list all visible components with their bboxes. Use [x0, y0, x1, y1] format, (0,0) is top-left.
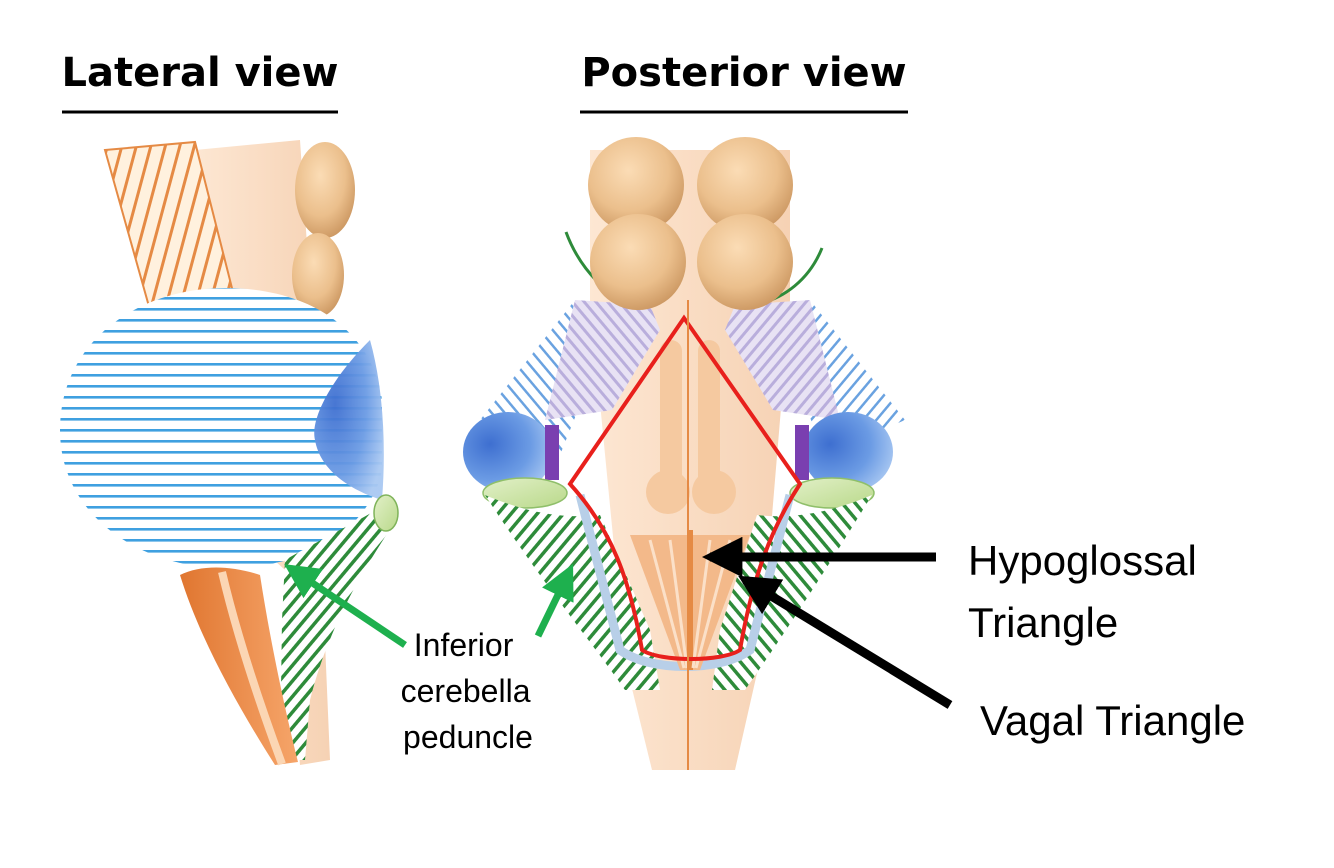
posterior-right-purple-band: [795, 425, 809, 480]
posterior-facial-colliculus-right: [698, 340, 720, 490]
hypoglossal-triangle-label: Hypoglossal Triangle: [968, 537, 1208, 646]
black-arrow-icon: [738, 575, 953, 709]
hypoglossal-line-1: Hypoglossal: [968, 537, 1197, 584]
posterior-inferior-colliculus-left: [590, 214, 686, 310]
posterior-left-purple-band: [545, 425, 559, 480]
posterior-tubercle-right: [692, 470, 736, 514]
posterior-left-green-cut: [482, 477, 568, 509]
lateral-view-title: Lateral view: [62, 50, 339, 96]
lateral-pyramid: [180, 567, 298, 765]
lateral-pons: [60, 288, 382, 568]
lateral-view-diagram: [60, 140, 399, 766]
lateral-superior-colliculus: [295, 142, 355, 238]
inferior-peduncle-line-3: peduncle: [403, 719, 533, 755]
posterior-right-superior-peduncle: [725, 300, 840, 420]
hypoglossal-line-2: Triangle: [968, 599, 1118, 646]
inferior-peduncle-label: Inferior cerebella peduncle: [401, 627, 540, 755]
posterior-view-title: Posterior view: [581, 50, 906, 96]
posterior-inferior-colliculus-right: [697, 214, 793, 310]
green-arrow-icon: [284, 564, 407, 648]
posterior-right-green-cut: [789, 477, 875, 509]
inferior-peduncle-line-2: cerebella: [401, 673, 531, 709]
posterior-tubercle-left: [646, 470, 690, 514]
lateral-middle-peduncle: [314, 340, 384, 500]
posterior-rhomboid-outline: [567, 314, 803, 661]
posterior-facial-colliculus-left: [660, 340, 682, 490]
posterior-superior-colliculus-right: [697, 137, 793, 233]
posterior-left-peduncle-cut: [463, 412, 553, 492]
lateral-peduncle-cut: [373, 494, 399, 532]
posterior-superior-colliculus-left: [588, 137, 684, 233]
inferior-peduncle-line-1: Inferior: [414, 627, 514, 663]
posterior-left-superior-peduncle: [545, 300, 660, 420]
green-arrow-icon: [534, 563, 574, 638]
lateral-inferior-colliculus: [292, 233, 344, 317]
vagal-triangle-label: Vagal Triangle: [980, 697, 1245, 744]
posterior-fan-lines: [648, 539, 732, 669]
posterior-right-peduncle-cut: [803, 412, 893, 492]
lateral-pyramid-stripe: [218, 571, 286, 766]
